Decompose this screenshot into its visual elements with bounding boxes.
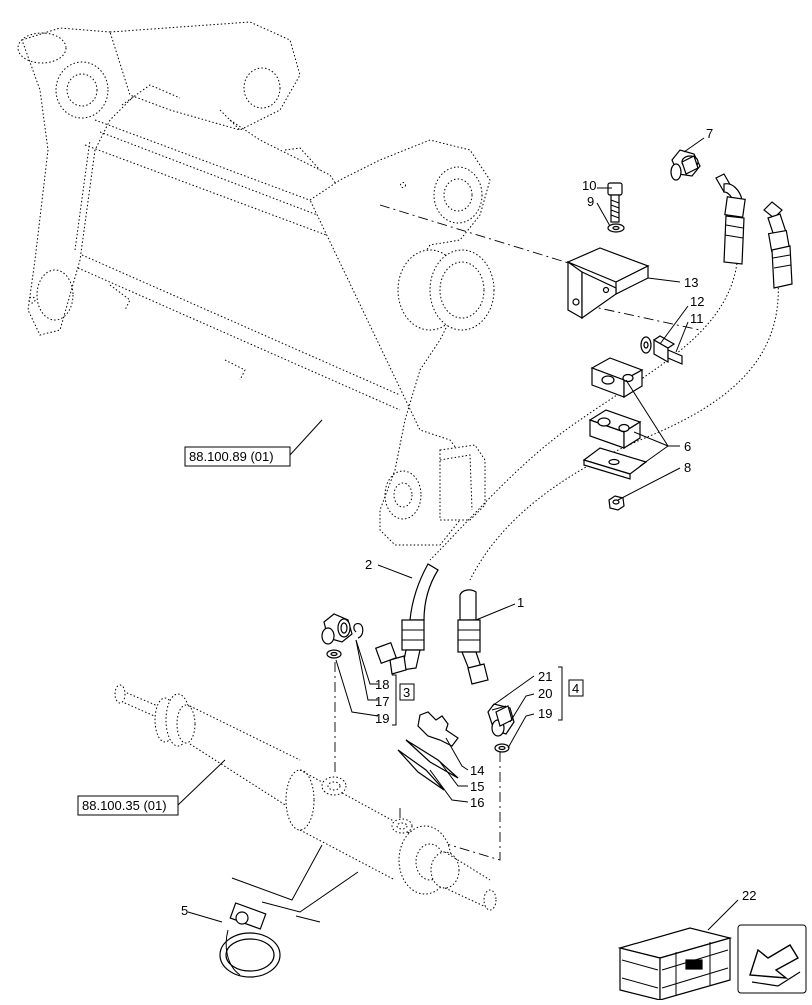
callout-8: 8: [684, 460, 691, 475]
elbow-fitting-20: [487, 703, 515, 737]
reference-frame-text: 88.100.89 (01): [189, 449, 274, 464]
leader-lines: [177, 137, 739, 931]
callout-19-right: 19: [538, 706, 552, 721]
shim-16: [397, 749, 445, 791]
hose-1: [457, 589, 489, 685]
callout-1: 1: [517, 595, 524, 610]
callout-3: 3: [403, 685, 410, 700]
callout-5: 5: [181, 903, 188, 918]
callout-20: 20: [538, 686, 552, 701]
callout-17: 17: [375, 694, 389, 709]
arrow-icon[interactable]: [737, 924, 807, 994]
loader-frame: [17, 21, 495, 546]
clip-14: [417, 711, 459, 747]
callout-19-left: 19: [375, 711, 389, 726]
callout-14: 14: [470, 763, 484, 778]
callout-9: 9: [587, 194, 594, 209]
bracket-13: [566, 247, 650, 320]
o-ring-19-right: [494, 743, 510, 753]
callout-22: 22: [742, 888, 756, 903]
clamp-6: [582, 357, 648, 480]
bolt-10: [607, 182, 623, 223]
callout-15: 15: [470, 779, 484, 794]
callout-box-4: 4: [568, 679, 584, 697]
callout-21: 21: [538, 669, 552, 684]
bolt-11: [652, 335, 683, 365]
washer-12: [640, 336, 652, 354]
assembly-axes: [334, 204, 701, 861]
crate-icon: [617, 927, 733, 1001]
hydraulic-hoses: [429, 244, 779, 581]
o-ring-19-left: [326, 649, 342, 659]
hose-2: [374, 563, 439, 675]
callout-18: 18: [375, 677, 389, 692]
nut-8: [608, 495, 625, 511]
callout-7: 7: [706, 126, 713, 141]
callout-10: 10: [582, 178, 596, 193]
callout-4: 4: [572, 681, 579, 696]
callout-box-3: 3: [399, 683, 415, 701]
hose-end-left: [715, 173, 746, 265]
callout-2: 2: [365, 557, 372, 572]
callout-labels: 7 10 9 13 12 11 6 8 2 1 18 17 19 21 20 1…: [181, 126, 756, 918]
reference-cylinder[interactable]: 88.100.35 (01): [77, 795, 179, 816]
callout-12: 12: [690, 294, 704, 309]
callout-6: 6: [684, 439, 691, 454]
group-bracket-3: [392, 674, 397, 726]
reference-frame[interactable]: 88.100.89 (01): [184, 446, 291, 467]
o-ring-17: [353, 623, 364, 639]
callout-16: 16: [470, 795, 484, 810]
hydraulic-cylinder: [114, 684, 497, 911]
reference-cylinder-text: 88.100.35 (01): [82, 798, 167, 813]
callout-13: 13: [684, 275, 698, 290]
hose-end-right: [763, 201, 793, 289]
elbow-fitting-18: [321, 613, 353, 645]
elbow-fitting-7: [670, 149, 701, 181]
hose-clamp-5: [219, 902, 281, 978]
callout-11: 11: [690, 311, 704, 326]
group-bracket-4: [558, 666, 563, 721]
break-lines: [231, 844, 359, 923]
washer-9: [607, 223, 625, 233]
